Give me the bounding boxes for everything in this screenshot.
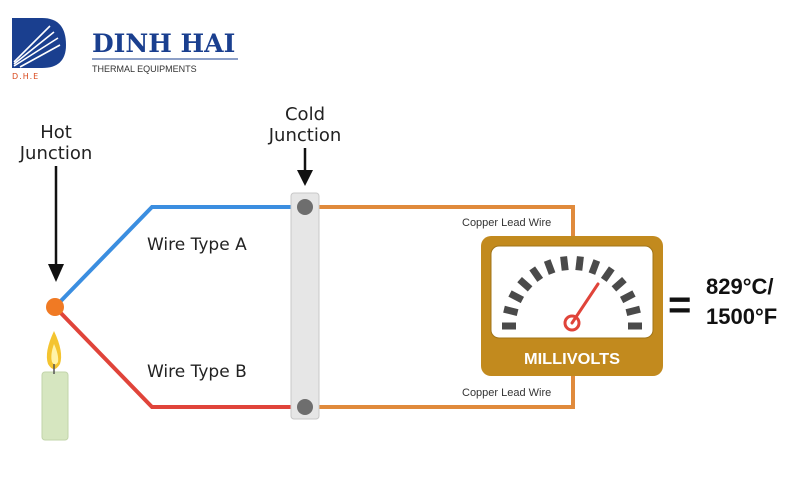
meter-tick: [529, 266, 544, 282]
meter-label: MILLIVOLTS: [524, 351, 620, 368]
cold-junction-label-line1: Cold: [285, 104, 325, 125]
meter-tick: [543, 259, 556, 275]
meter-tick: [560, 256, 569, 271]
meter-scale: [502, 256, 642, 330]
candle: [41, 331, 69, 441]
result-celsius: 829°C/: [706, 274, 774, 299]
brand-tagline: THERMAL EQUIPMENTS: [92, 64, 197, 74]
cold-junction-block: [290, 192, 320, 420]
logo-stripe: [19, 44, 61, 68]
meter-tick: [625, 305, 641, 316]
brand-name: DINH HAI: [92, 29, 235, 58]
brand-logo: D.H.E: [12, 18, 66, 81]
meter-tick: [588, 259, 601, 275]
wire-type-b-label: Wire Type B: [147, 362, 247, 382]
copper-lead-top-label: Copper Lead Wire: [462, 217, 551, 229]
wire-type-a: [53, 205, 300, 309]
meter-tick: [503, 305, 519, 316]
copper-lead-top: [306, 205, 575, 236]
copper-lead-bottom-label: Copper Lead Wire: [462, 387, 551, 399]
meter-pivot: [563, 314, 581, 332]
cold-junction-terminal-bottom: [297, 399, 313, 415]
logo-stripe: [13, 37, 59, 67]
meter-tick: [508, 290, 525, 304]
wire-type-b: [53, 305, 300, 409]
millivolt-meter: MILLIVOLTS: [481, 236, 663, 376]
equals-sign: =: [668, 283, 691, 327]
hot-junction-arrow: [48, 166, 64, 282]
meter-tick: [611, 276, 627, 292]
cold-junction-arrow: [297, 148, 313, 186]
logo-letters: D.H.E: [12, 72, 39, 81]
hot-junction-label-line1: Hot: [40, 122, 72, 143]
logo-stripe: [13, 31, 55, 65]
wire-type-a-label: Wire Type A: [147, 235, 247, 255]
meter-tick: [517, 276, 533, 292]
meter-tick: [575, 256, 584, 271]
copper-lead-bottom: [306, 376, 575, 409]
logo-stripe: [13, 25, 51, 63]
cold-junction-label-line2: Junction: [268, 125, 342, 146]
meter-tick: [619, 290, 636, 304]
hot-junction-point: [46, 298, 64, 316]
hot-junction-label-line2: Junction: [19, 143, 93, 164]
cold-junction-terminal-top: [297, 199, 313, 215]
result-fahrenheit: 1500°F: [706, 304, 777, 329]
meter-tick: [600, 266, 615, 282]
